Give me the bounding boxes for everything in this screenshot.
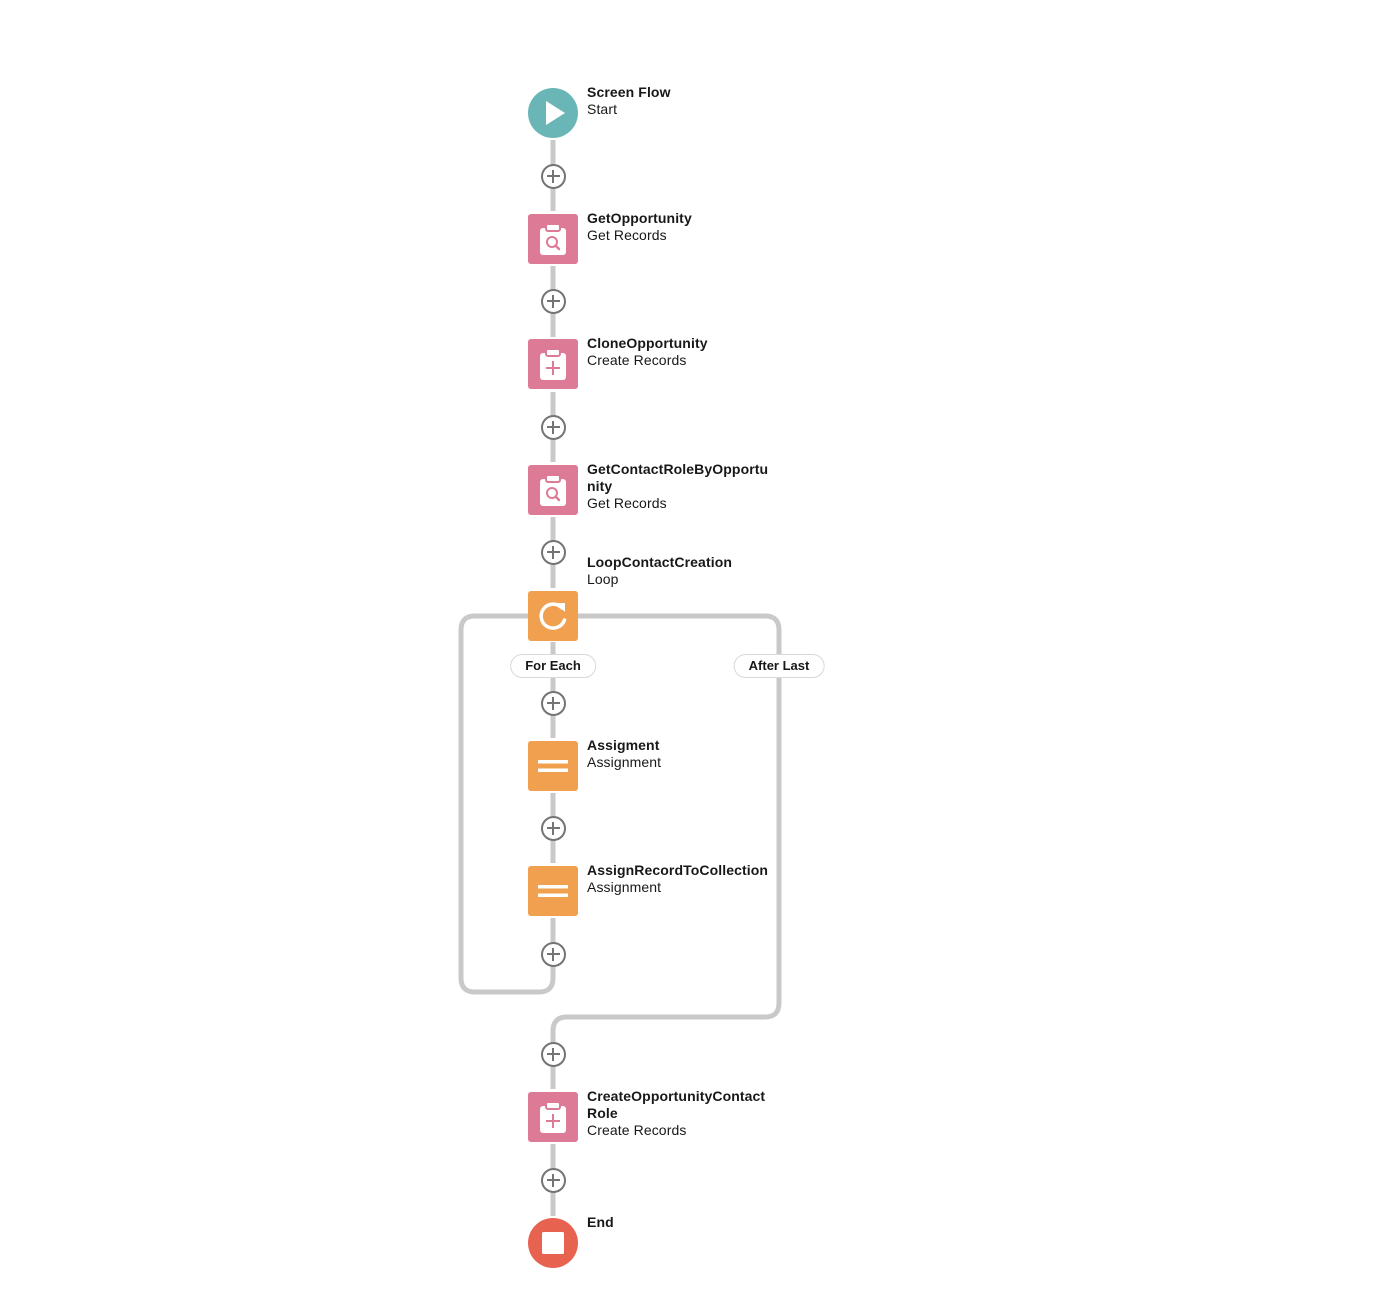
node-subtitle: Get Records: [587, 495, 667, 511]
assigment-node-label: Assigment Assignment: [587, 737, 777, 771]
get-opportunity-node-icon[interactable]: [528, 214, 578, 264]
node-title: GetOpportunity: [587, 210, 692, 226]
loop-icon: [539, 602, 567, 630]
get-contact-role-node-icon[interactable]: [528, 465, 578, 515]
end-node-label: End: [587, 1214, 777, 1231]
start-node-icon[interactable]: [528, 88, 578, 138]
add-element-button[interactable]: [540, 414, 566, 440]
node-subtitle: Assignment: [587, 754, 662, 770]
add-element-button[interactable]: [540, 1041, 566, 1067]
assigment-node-icon[interactable]: [528, 741, 578, 791]
assign-record-node-icon[interactable]: [528, 866, 578, 916]
connector-line: [458, 613, 556, 995]
node-title: CreateOpportunityContactRole: [587, 1088, 766, 1121]
for-each-branch-label[interactable]: For Each: [510, 654, 596, 678]
node-title: GetContactRoleByOpportunity: [587, 461, 769, 494]
node-subtitle: Loop: [587, 571, 619, 587]
loop-node-icon[interactable]: [528, 591, 578, 641]
create-contact-role-node-icon[interactable]: [528, 1092, 578, 1142]
get-opportunity-node-label: GetOpportunity Get Records: [587, 210, 777, 244]
node-title: Screen Flow: [587, 84, 671, 100]
after-last-branch-label[interactable]: After Last: [733, 654, 825, 678]
node-title: CloneOpportunity: [587, 335, 708, 351]
start-node-label: Screen Flow Start: [587, 84, 777, 118]
end-node-icon[interactable]: [528, 1218, 578, 1268]
node-subtitle: Assignment: [587, 879, 662, 895]
loop-node-label: LoopContactCreation Loop: [587, 554, 777, 588]
node-title: Assigment: [587, 737, 660, 753]
add-element-button[interactable]: [540, 1167, 566, 1193]
clone-opportunity-node-icon[interactable]: [528, 339, 578, 389]
add-element-button[interactable]: [540, 288, 566, 314]
create-records-icon: [540, 1101, 566, 1133]
node-title: LoopContactCreation: [587, 554, 733, 570]
node-subtitle: Start: [587, 101, 618, 117]
assignment-icon: [538, 760, 568, 772]
assignment-icon: [538, 885, 568, 897]
play-icon: [546, 101, 565, 125]
node-subtitle: Create Records: [587, 1122, 687, 1138]
add-element-button[interactable]: [540, 815, 566, 841]
get-records-icon: [540, 474, 566, 506]
get-contact-role-node-label: GetContactRoleByOpportunity Get Records: [587, 461, 772, 512]
node-subtitle: Create Records: [587, 352, 687, 368]
stop-icon: [542, 1232, 564, 1254]
clone-opportunity-node-label: CloneOpportunity Create Records: [587, 335, 777, 369]
assign-record-node-label: AssignRecordToCollection Assignment: [587, 862, 777, 896]
add-element-button[interactable]: [540, 941, 566, 967]
add-element-button[interactable]: [540, 539, 566, 565]
node-title: AssignRecordToCollection: [587, 862, 769, 878]
get-records-icon: [540, 223, 566, 255]
add-element-button[interactable]: [540, 690, 566, 716]
node-subtitle: Get Records: [587, 227, 667, 243]
create-records-icon: [540, 348, 566, 380]
create-contact-role-node-label: CreateOpportunityContactRole Create Reco…: [587, 1088, 772, 1139]
connector-line: [550, 613, 782, 1089]
add-element-button[interactable]: [540, 163, 566, 189]
node-title: End: [587, 1214, 614, 1230]
